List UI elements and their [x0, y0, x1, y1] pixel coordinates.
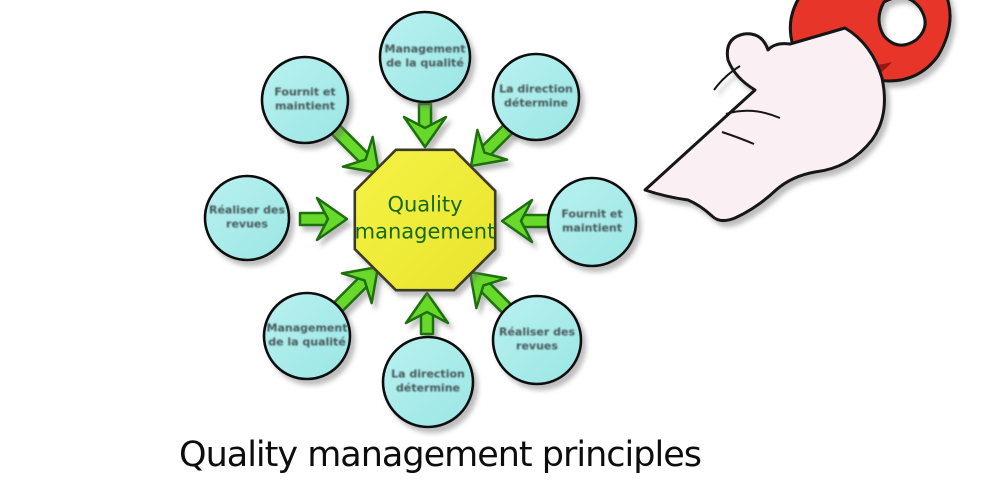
- pointing-hand-icon: [643, 26, 886, 223]
- arrow-top-right: [469, 121, 516, 168]
- node-circle-top-left: [260, 55, 350, 145]
- center-octagon: [353, 148, 497, 292]
- arrow-bottom: [404, 291, 450, 336]
- node-circle-bottom-right: [491, 294, 583, 386]
- node-circle-top-right: [491, 52, 581, 142]
- arrow-bottom-left: [330, 265, 380, 315]
- node-circle-bottom-left: [262, 291, 352, 381]
- node-circle-right: [546, 176, 638, 268]
- arrow-bottom-right: [468, 270, 514, 316]
- node-circle-left: [203, 174, 291, 262]
- arrow-top: [402, 102, 448, 149]
- arrow-left: [298, 196, 349, 242]
- hand-holding-key-illustration: [643, 0, 952, 223]
- arrow-right: [500, 198, 551, 244]
- node-circle-bottom: [381, 335, 475, 429]
- diagram-title: Quality management principles: [179, 435, 702, 475]
- node-circle-top: [378, 10, 472, 104]
